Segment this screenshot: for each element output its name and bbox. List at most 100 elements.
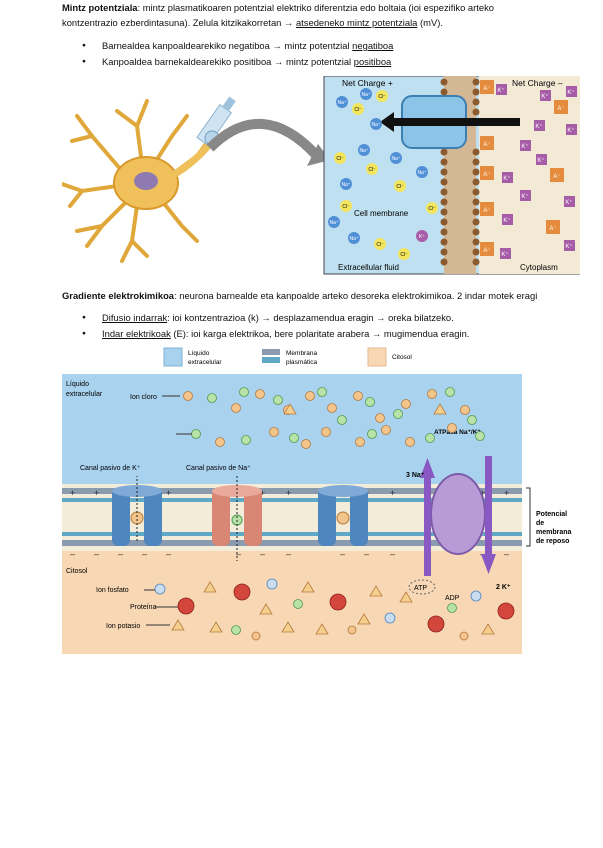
ion-potasio-label: Ion potasio [106,623,140,630]
bullet-text: : ioi kontzentrazioa (k) → desplazamendu… [167,312,454,323]
svg-text:+: + [166,488,171,498]
cytosol-region [62,551,522,654]
svg-text:Cl⁻: Cl⁻ [400,252,408,258]
k-ion-icon: K⁺ [536,154,547,165]
na-ion-icon: Na⁺ [328,216,340,228]
svg-text:Cl⁻: Cl⁻ [396,184,404,190]
svg-text:K⁺: K⁺ [521,193,528,200]
svg-text:Cl⁻: Cl⁻ [428,206,436,212]
svg-text:Na⁺: Na⁺ [417,170,426,176]
k-ion-icon: K⁺ [520,190,531,201]
section1-bullets: Barnealdea kanpoaldearekiko negatiboa → … [62,38,393,69]
atp-label: ATP [414,585,427,592]
list-item: Difusio indarrak: ioi kontzentrazioa (k)… [62,310,469,326]
list-item: Barnealdea kanpoaldearekiko negatiboa → … [62,38,393,54]
potencial-label-3: membrana [536,529,572,536]
k-ion-icon: K⁺ [496,84,507,95]
svg-text:+: + [390,488,395,498]
adp-label: ADP [445,595,460,602]
na-ion-icon: Na⁺ [360,88,372,100]
bullet-emphasis: negatiboa [352,40,393,51]
list-item: Kanpoaldea barnekaldearekiko positiboa →… [62,54,393,70]
extracellular-label-2: extracelular [66,391,103,398]
svg-text:K⁺: K⁺ [419,234,425,240]
legend-liquido: Líquido [188,350,210,357]
neuron-illustration [62,95,238,261]
potencial-label-4: de reposo [536,538,569,545]
svg-text:K⁺: K⁺ [503,175,510,182]
svg-text:–: – [260,549,265,559]
k-ion-icon: K⁺ [502,172,513,183]
svg-text:A⁻: A⁻ [483,208,490,214]
svg-text:Na⁺: Na⁺ [349,236,358,242]
k-ion-icon: K⁺ [534,120,545,131]
svg-text:–: – [94,549,99,559]
svg-text:A⁻: A⁻ [483,142,490,148]
svg-text:K⁺: K⁺ [537,157,544,164]
svg-text:K⁺: K⁺ [497,87,504,94]
svg-text:K⁺: K⁺ [565,199,572,206]
membrane-panel: Net Charge + Net Charge – Cell membrane … [324,76,580,274]
svg-text:–: – [340,549,345,559]
svg-text:Na⁺: Na⁺ [359,148,368,154]
line2-text: kontzentrazio ezberdintasuna). Zelula ki… [62,17,296,28]
svg-text:Na⁺: Na⁺ [329,220,338,226]
k-ion-icon: K⁺ [564,196,575,207]
line2-unit: (mV). [417,17,443,28]
svg-text:A⁻: A⁻ [549,226,556,232]
intro-paragraph-line2: kontzentrazio ezberdintasuna). Zelula ki… [62,15,443,30]
svg-text:A⁻: A⁻ [483,86,490,92]
bullet-text: (E): ioi karga elektrikoa, bere polarita… [171,328,470,339]
extracellular-fluid-label: Extracellular fluid [338,263,399,272]
ion-fosfato-label: Ion fosfato [96,587,129,594]
svg-text:Na⁺: Na⁺ [371,122,380,128]
a-ion-icon: A⁻ [480,80,494,94]
svg-text:–: – [166,549,171,559]
svg-text:Na⁺: Na⁺ [361,92,370,98]
svg-text:+: + [94,488,99,498]
k-ion-icon: K⁺ [520,140,531,151]
resting-potential-term: atsedeneko mintz potentziala [296,17,417,28]
canal-na-label: Canal pasivo de Na⁺ [186,465,251,472]
svg-text:Na⁺: Na⁺ [391,156,400,162]
ion-cloro-label: Ion cloro [130,394,157,401]
k-ion-icon: K⁺ [502,214,513,225]
svg-text:Cl⁻: Cl⁻ [342,204,350,210]
k-ion-icon: K⁺ [540,90,551,101]
svg-text:Cl⁻: Cl⁻ [376,242,384,248]
svg-text:K⁺: K⁺ [501,251,508,258]
bullet-text: Barnealdea kanpoaldearekiko negatiboa → … [102,40,352,51]
potencial-label-2: de [536,520,544,527]
svg-text:A⁻: A⁻ [557,106,564,112]
cl-ion-icon: Cl⁻ [398,248,410,260]
proteina-label: Proteína [130,604,157,611]
intro-paragraph-line1: Mintz potentziala: mintz plasmatikoaren … [62,0,494,15]
svg-text:Cl⁻: Cl⁻ [368,167,376,173]
bullet-text: Kanpoaldea barnekaldearekiko positiboa →… [102,56,354,67]
a-ion-icon: A⁻ [480,136,494,150]
svg-text:A⁻: A⁻ [483,248,490,254]
cl-ion-icon: Cl⁻ [334,152,346,164]
cl-ion-icon: Cl⁻ [376,90,388,102]
k2-label: 2 K⁺ [496,584,511,591]
a-ion-icon: A⁻ [480,242,494,256]
na-ion-icon: Na⁺ [416,166,428,178]
a-ion-icon: A⁻ [480,166,494,180]
section2-intro: : neurona barnealde eta kanpoalde arteko… [174,290,537,301]
svg-text:–: – [70,549,75,559]
a-ion-icon: A⁻ [550,168,564,182]
net-charge-plus-label: Net Charge + [342,78,393,88]
cl-ion-icon: Cl⁻ [426,202,438,214]
svg-text:–: – [390,549,395,559]
bullet-term: Indar elektrikoak [102,328,171,339]
svg-text:K⁺: K⁺ [535,123,542,130]
na-ion-icon: Na⁺ [390,152,402,164]
svg-text:–: – [142,549,147,559]
legend-liquido-2: extracelular [188,359,222,366]
svg-text:Cl⁻: Cl⁻ [336,156,344,162]
cl-ion-icon: Cl⁻ [366,163,378,175]
net-charge-minus-label: Net Charge – [512,78,563,88]
legend-citosol: Citosol [392,354,412,361]
cytoplasm-label: Cytoplasm [520,263,558,272]
k-ion-icon: K⁺ [566,86,577,97]
